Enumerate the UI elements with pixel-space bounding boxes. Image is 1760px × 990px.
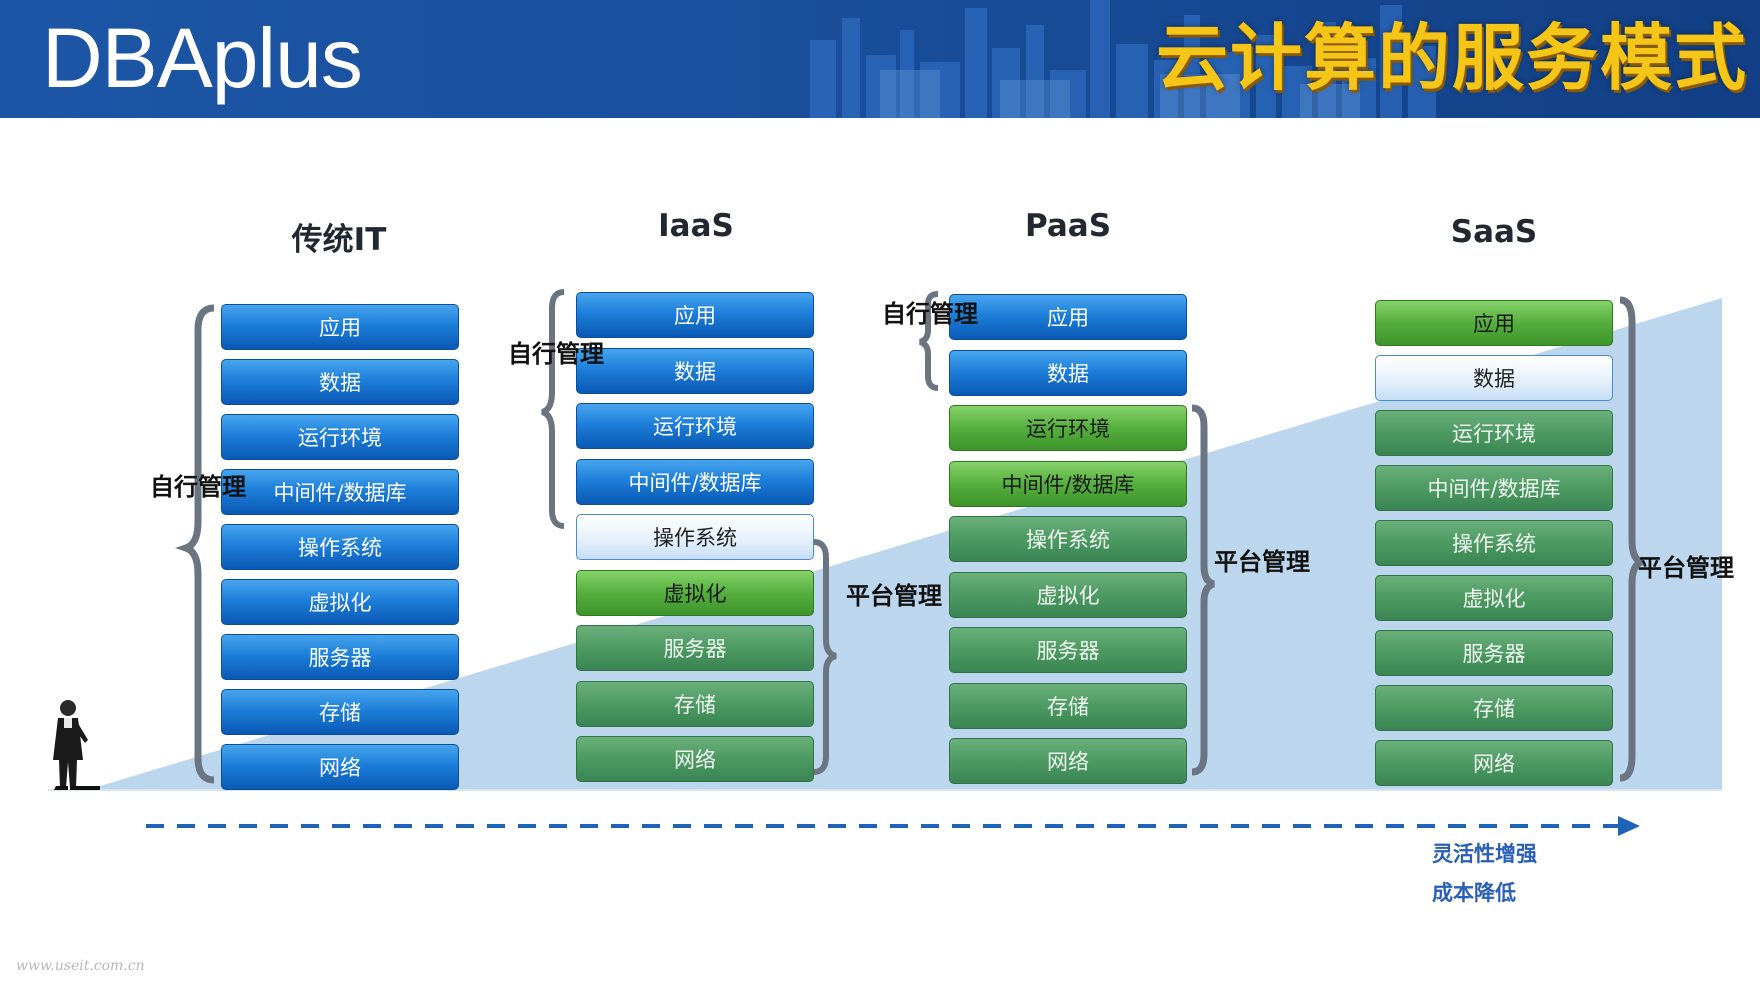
layer-2: 数据 [221, 359, 459, 405]
benefit-cost: 成本降低 [1432, 881, 1516, 905]
layer-8: 存储 [1375, 685, 1613, 731]
city-skyline-image [0, 0, 1760, 118]
layer-1: 应用 [221, 304, 459, 350]
column-title-iaas: IaaS [658, 208, 734, 244]
layer-4: 中间件/数据库 [576, 459, 814, 505]
layer-8: 存储 [576, 681, 814, 727]
layer-4: 中间件/数据库 [221, 469, 459, 515]
layer-6: 虚拟化 [221, 579, 459, 625]
layer-3: 运行环境 [1375, 410, 1613, 456]
label-paas-self-managed: 自行管理 [882, 300, 978, 328]
layer-8: 存储 [221, 689, 459, 735]
cost-benefit-wedge [100, 298, 1722, 790]
layer-1: 应用 [1375, 300, 1613, 346]
layer-7: 服务器 [1375, 630, 1613, 676]
layer-9: 网络 [221, 744, 459, 790]
layer-8: 存储 [949, 683, 1187, 729]
column-title-saas: SaaS [1450, 214, 1538, 250]
layer-4: 中间件/数据库 [949, 461, 1187, 507]
brace-paas-self [919, 291, 939, 391]
label-iaas-self-managed: 自行管理 [508, 340, 604, 368]
layer-4: 中间件/数据库 [1375, 465, 1613, 511]
brace-iaas-self [541, 289, 565, 529]
layer-3: 运行环境 [221, 414, 459, 460]
layer-7: 服务器 [576, 625, 814, 671]
layer-1: 应用 [576, 292, 814, 338]
brace-paas-platform [1191, 404, 1216, 776]
layer-5: 操作系统 [949, 516, 1187, 562]
column-title-paas: PaaS [1024, 208, 1112, 244]
benefit-flexibility: 灵活性增强 [1432, 842, 1537, 866]
watermark: www.useit.com.cn [16, 958, 145, 974]
layer-6: 虚拟化 [949, 572, 1187, 618]
layer-5: 操作系统 [576, 514, 814, 560]
businessman-standing-icon [53, 700, 100, 790]
layer-7: 服务器 [949, 627, 1187, 673]
layer-5: 操作系统 [1375, 520, 1613, 566]
layer-3: 运行环境 [949, 405, 1187, 451]
layer-3: 运行环境 [576, 403, 814, 449]
brace-saas-platform [1619, 296, 1644, 782]
label-saas-platform-managed: 平台管理 [1638, 554, 1734, 582]
label-iaas-platform-managed: 平台管理 [846, 582, 942, 610]
layer-2: 数据 [949, 350, 1187, 396]
column-title-traditional-it: 传统IT [291, 222, 387, 258]
trend-arrow-head [1618, 816, 1640, 836]
layer-2: 数据 [576, 348, 814, 394]
layer-6: 虚拟化 [1375, 575, 1613, 621]
layer-7: 服务器 [221, 634, 459, 680]
brace-iaas-platform [813, 539, 837, 775]
header-banner: DBAplus 云计算的服务模式 [0, 0, 1760, 118]
layer-6: 虚拟化 [576, 570, 814, 616]
dbaplus-logo: DBAplus [42, 11, 363, 105]
label-traditional-self-managed: 自行管理 [150, 473, 246, 501]
layer-1: 应用 [949, 294, 1187, 340]
slide-title: 云计算的服务模式 [1155, 16, 1748, 100]
layer-2: 数据 [1375, 355, 1613, 401]
brace-traditional-self [174, 304, 215, 784]
layer-9: 网络 [576, 736, 814, 782]
layer-9: 网络 [949, 738, 1187, 784]
layer-9: 网络 [1375, 740, 1613, 786]
layer-5: 操作系统 [221, 524, 459, 570]
label-paas-platform-managed: 平台管理 [1214, 548, 1310, 576]
